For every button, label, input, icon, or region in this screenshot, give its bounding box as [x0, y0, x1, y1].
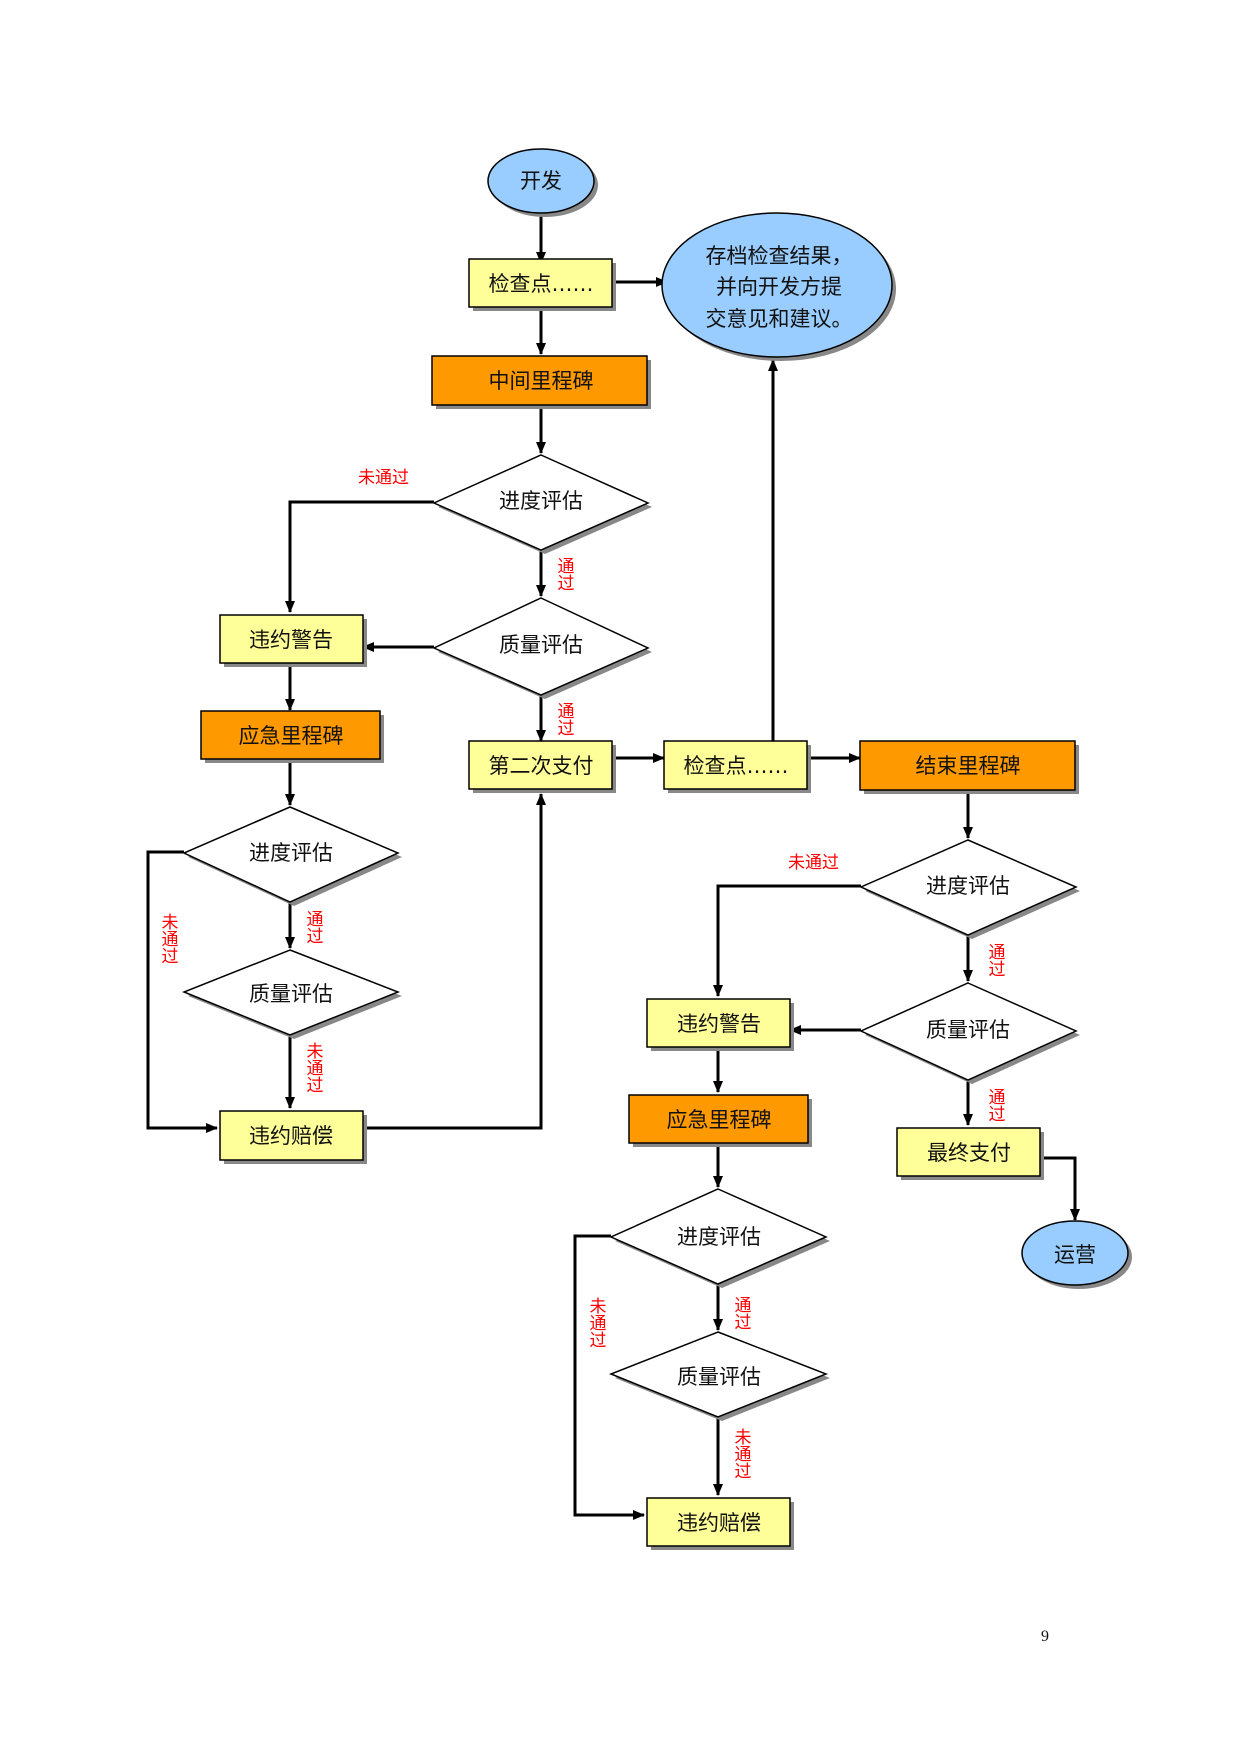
quality2-diamond	[181, 949, 401, 1036]
edge-progress1-fail-to-warning1	[285, 500, 434, 613]
edge-label-pass-6: 通过	[735, 1296, 752, 1333]
progress4-diamond	[609, 1188, 828, 1285]
check2-label: 检查点……	[684, 754, 789, 778]
edge-label-pass-1: 通过	[558, 557, 575, 594]
edge-compensation1-to-secondpayment	[363, 793, 546, 1130]
progress1-label: 进度评估	[499, 489, 583, 513]
edge-progress4-fail-to-compensation2	[573, 1234, 645, 1520]
quality1-diamond	[432, 597, 650, 696]
progress2-diamond	[182, 806, 400, 903]
progress3-label: 进度评估	[926, 874, 1010, 898]
archive-line3: 交意见和建议。	[706, 307, 853, 331]
emergency2-label: 应急里程碑	[667, 1108, 772, 1132]
check1-label: 检查点……	[489, 272, 594, 296]
quality2-label: 质量评估	[249, 982, 333, 1006]
edge-label-fail-5: 未通过	[590, 1297, 607, 1351]
edge-progress3-fail-to-warning2	[713, 884, 861, 997]
progress3-diamond	[859, 839, 1078, 936]
compensation1-box	[219, 1110, 364, 1161]
edge-finalpayment-to-operation	[1040, 1156, 1080, 1221]
mid-milestone-label: 中间里程碑	[489, 369, 594, 393]
operation-label: 运营	[1054, 1243, 1096, 1267]
page-number: 9	[1041, 1628, 1049, 1645]
second-payment-box	[468, 740, 613, 790]
emergency1-box	[200, 710, 381, 760]
edge-label-pass-4: 通过	[989, 943, 1006, 980]
warning2-box	[646, 998, 791, 1048]
compensation2-box	[646, 1497, 791, 1547]
edge-label-fail-4: 未通过	[307, 1042, 324, 1096]
second-payment-label: 第二次支付	[489, 754, 594, 778]
quality1-label: 质量评估	[499, 633, 583, 657]
progress1-diamond	[432, 454, 650, 551]
emergency1-label: 应急里程碑	[239, 724, 344, 748]
edge-label-fail-3: 未通过	[788, 853, 839, 873]
quality4-label: 质量评估	[677, 1365, 761, 1389]
edge-label-pass-3: 通过	[307, 910, 324, 947]
edge-label-fail-1: 未通过	[358, 468, 409, 488]
warning2-label: 违约警告	[677, 1012, 761, 1036]
quality3-diamond	[859, 982, 1078, 1081]
edge-progress2-fail-to-compensation1	[146, 850, 218, 1133]
edge-label-fail-6: 未通过	[735, 1428, 752, 1482]
check2-box	[663, 740, 808, 790]
mid-milestone-box	[431, 355, 648, 406]
end-milestone-label: 结束里程碑	[916, 754, 1021, 778]
quality4-diamond	[608, 1331, 829, 1418]
quality3-label: 质量评估	[926, 1018, 1010, 1042]
final-payment-box	[896, 1127, 1041, 1177]
progress4-label: 进度评估	[677, 1225, 761, 1249]
start-label: 开发	[520, 169, 562, 193]
check1-box	[468, 258, 613, 308]
progress2-label: 进度评估	[249, 841, 333, 865]
edge-label-pass-2: 通过	[558, 702, 575, 739]
emergency2-box	[628, 1094, 809, 1144]
edge-label-pass-5: 通过	[989, 1088, 1006, 1125]
end-milestone-box	[859, 740, 1076, 791]
warning1-box	[219, 614, 364, 664]
operation-node	[1021, 1220, 1129, 1286]
start-node	[487, 148, 595, 214]
archive-line1: 存档检查结果，	[706, 244, 853, 268]
connectors	[146, 215, 1080, 1520]
compensation2-label: 违约赔偿	[677, 1511, 761, 1535]
warning1-label: 违约警告	[249, 628, 333, 652]
compensation1-label: 违约赔偿	[249, 1124, 333, 1148]
archive-line2: 并向开发方提	[716, 275, 842, 299]
edge-label-fail-2: 未通过	[162, 913, 179, 967]
archive-node	[661, 212, 893, 358]
final-payment-label: 最终支付	[927, 1141, 1011, 1165]
